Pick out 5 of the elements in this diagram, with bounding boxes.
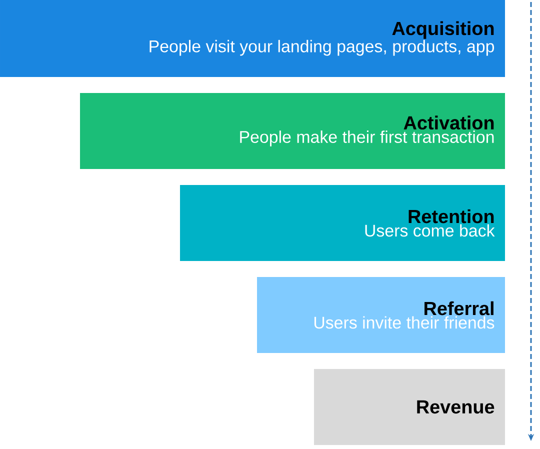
stage-bar: Referral Users invite their friends: [257, 277, 505, 353]
stage-bar: Activation People make their first transaction: [80, 93, 505, 169]
stage-bar: Acquisition People visit your landing pages, products, app: [0, 0, 505, 77]
stage-bar: Revenue: [314, 369, 505, 445]
stage-bar: Retention Users come back: [180, 185, 505, 261]
